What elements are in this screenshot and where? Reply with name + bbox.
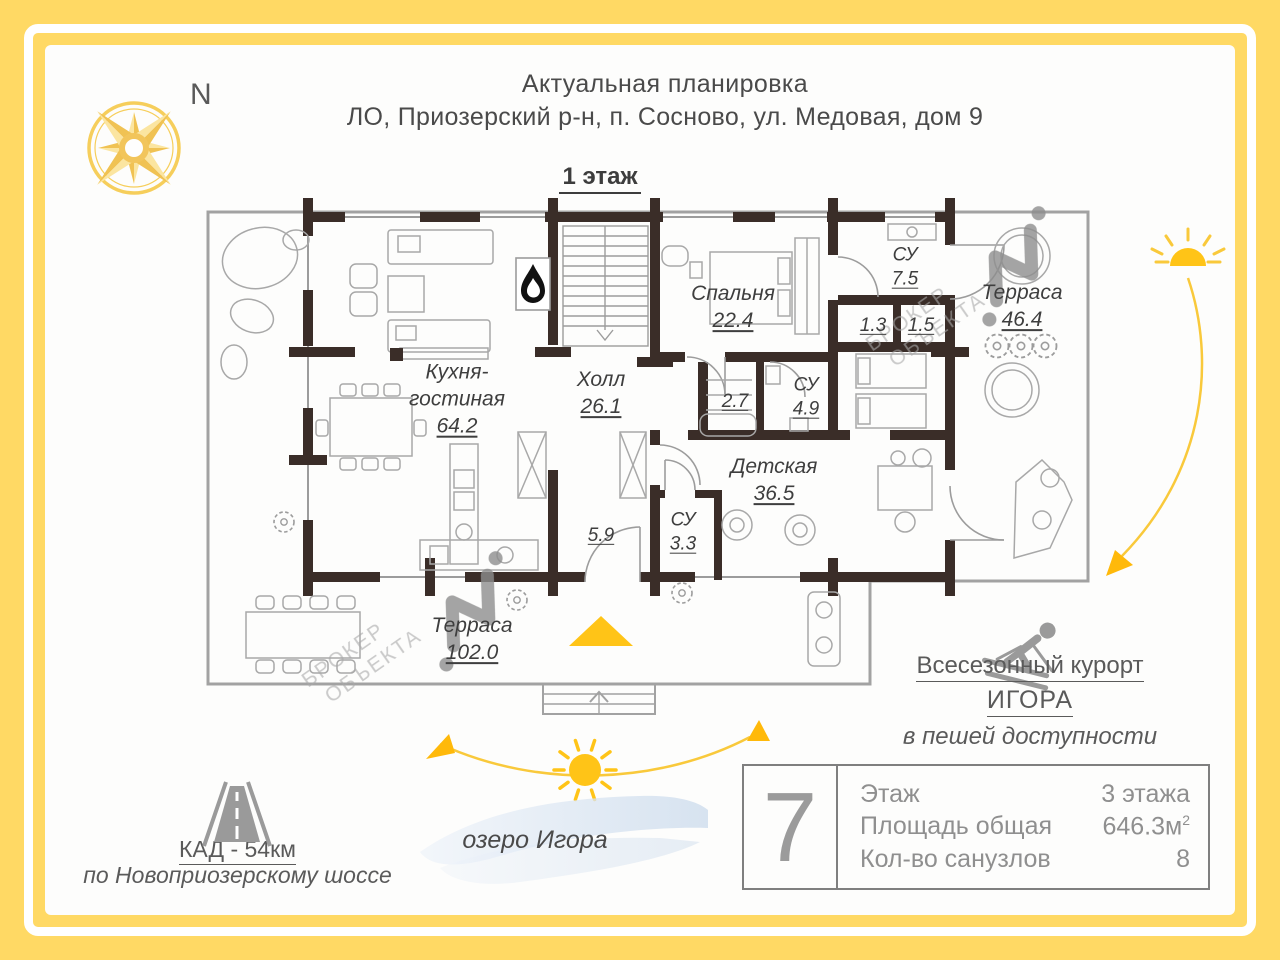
resort-line3: в пешей доступности <box>902 723 1158 750</box>
fireplace-icon <box>515 257 551 311</box>
floor-label: 1 этаж <box>510 163 690 194</box>
doors <box>584 244 1005 583</box>
page-background <box>45 45 1235 915</box>
entrance-arrow-icon <box>569 616 633 646</box>
road-icon <box>202 781 272 847</box>
compass-rose-icon <box>87 101 181 195</box>
windows <box>307 216 935 578</box>
room-label-27: 2.7 <box>721 390 749 412</box>
page-subtitle-address: ЛО, Приозерский р-н, п. Сосново, ул. Мед… <box>346 103 984 131</box>
sun-path-curves <box>426 277 1204 777</box>
resort-annotation: Всесезонный курорт ИГОРА в пешей доступн… <box>875 652 1185 751</box>
skier-icon <box>982 622 1056 691</box>
sunrise-icon <box>1150 227 1226 266</box>
lot-number: 7 <box>744 766 838 888</box>
compass-north-label: N <box>190 78 212 111</box>
resort-line1: Всесезонный курорт <box>875 652 1185 682</box>
lake-label: озеро Игора <box>462 826 608 854</box>
furniture <box>220 223 1073 674</box>
room-label-59: 5.9 <box>587 524 615 546</box>
road-route-label: по Новоприозерскому шоссе <box>83 862 392 888</box>
info-row-area: Площадь общая 646.3м2 <box>860 812 1190 841</box>
lake-graphic <box>420 795 708 884</box>
sun-icon <box>552 738 618 802</box>
page-title: Актуальная планировка <box>521 70 809 98</box>
room-label-13: 1.3 <box>859 314 887 336</box>
stairs <box>562 225 649 347</box>
resort-line2: ИГОРА <box>875 686 1185 717</box>
walls <box>289 198 969 596</box>
room-label-15: 1.5 <box>907 314 935 336</box>
